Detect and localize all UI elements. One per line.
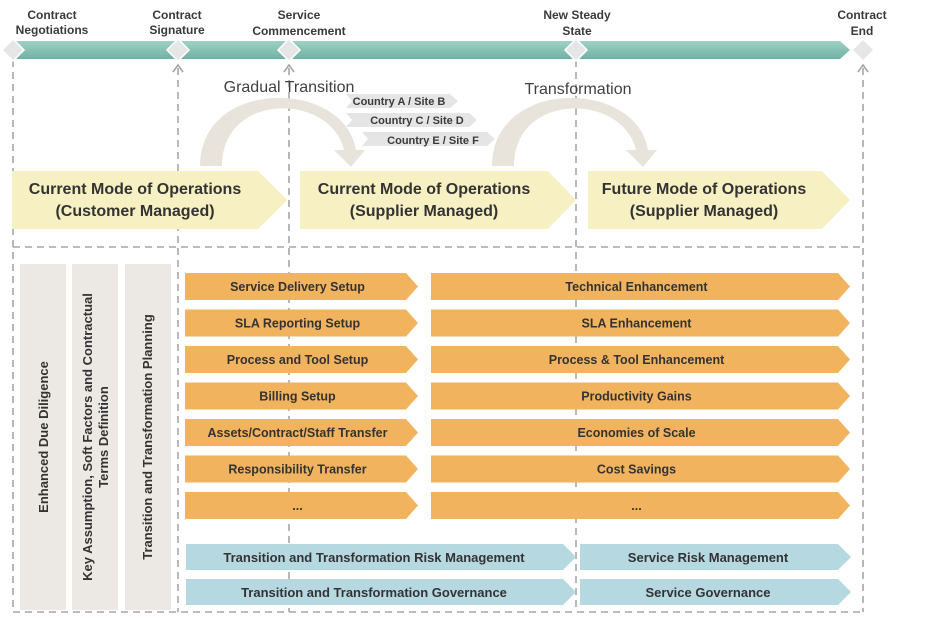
vertical-label-key-assumption-2: Terms Definition bbox=[96, 386, 111, 488]
milestone-diamond-5 bbox=[850, 37, 876, 63]
transformation-task-label-7: ... bbox=[631, 499, 641, 513]
service-governance-label: Service Governance bbox=[645, 585, 770, 600]
transformation-task-chevron-3 bbox=[431, 346, 850, 373]
tt-governance-chevron bbox=[186, 579, 576, 605]
milestone-4-line2: State bbox=[562, 24, 592, 38]
mode-customer-managed bbox=[12, 171, 287, 229]
site-chevron-1 bbox=[346, 94, 458, 108]
transition-task-label-4: Billing Setup bbox=[259, 390, 336, 404]
mode-supplier-managed-future bbox=[588, 171, 850, 229]
service-governance-chevron bbox=[580, 579, 851, 605]
timeline-bar bbox=[12, 41, 850, 59]
milestone-5-line1: Contract bbox=[837, 8, 886, 22]
arrow-up-contract-end bbox=[857, 63, 869, 73]
column-due-diligence bbox=[20, 264, 66, 610]
transformation-task-chevron-5 bbox=[431, 419, 850, 446]
transformation-task-label-2: SLA Enhancement bbox=[582, 317, 693, 331]
site-chevron-2 bbox=[346, 113, 477, 127]
milestone-diamond-4 bbox=[563, 37, 589, 63]
transition-task-chevron-7 bbox=[185, 492, 418, 519]
milestone-2-line1: Contract bbox=[152, 8, 201, 22]
milestone-2-line2: Signature bbox=[149, 23, 205, 37]
transformation-task-chevron-7 bbox=[431, 492, 850, 519]
milestone-1-line2: Negotiations bbox=[16, 23, 89, 37]
transformation-curve-arrow bbox=[492, 97, 657, 167]
site-chevron-3 bbox=[362, 132, 495, 146]
milestone-diamond-3 bbox=[276, 37, 302, 63]
gradual-transition-label: Gradual Transition bbox=[224, 79, 355, 96]
mode-1-line1: Current Mode of Operations bbox=[29, 181, 242, 198]
transformation-label: Transformation bbox=[525, 81, 632, 98]
mode-1-line2: (Customer Managed) bbox=[55, 203, 214, 220]
transition-task-label-6: Responsibility Transfer bbox=[228, 463, 366, 477]
site-label-3: Country E / Site F bbox=[387, 135, 479, 147]
transformation-task-chevron-6 bbox=[431, 455, 850, 483]
milestone-3-line1: Service bbox=[278, 8, 321, 22]
milestone-3-line2: Commencement bbox=[252, 24, 345, 38]
transformation-task-label-1: Technical Enhancement bbox=[565, 280, 708, 294]
vertical-label-planning: Transition and Transformation Planning bbox=[140, 314, 155, 560]
transformation-task-label-5: Economies of Scale bbox=[577, 426, 695, 440]
mode-2-line1: Current Mode of Operations bbox=[318, 181, 531, 198]
transformation-task-label-3: Process & Tool Enhancement bbox=[549, 353, 725, 367]
mode-2-line2: (Supplier Managed) bbox=[350, 203, 498, 220]
transition-task-chevron-2 bbox=[185, 309, 418, 337]
transition-task-chevron-3 bbox=[185, 346, 418, 373]
gradual-transition-curve-arrow bbox=[200, 97, 365, 167]
transition-task-chevron-1 bbox=[185, 273, 418, 300]
vertical-label-key-assumption-1: Key Assumption, Soft Factors and Contrac… bbox=[80, 293, 95, 581]
transition-task-chevron-4 bbox=[185, 382, 418, 410]
mode-3-line1: Future Mode of Operations bbox=[602, 181, 807, 198]
site-label-2: Country C / Site D bbox=[370, 115, 464, 127]
tt-governance-label: Transition and Transformation Governance bbox=[241, 585, 507, 600]
transition-task-label-7: ... bbox=[292, 499, 302, 513]
transition-task-label-5: Assets/Contract/Staff Transfer bbox=[208, 426, 388, 440]
arrow-up-signature bbox=[172, 63, 184, 73]
mode-supplier-managed-current bbox=[300, 171, 576, 229]
milestone-5-line2: End bbox=[851, 24, 874, 38]
tt-risk-chevron bbox=[186, 544, 576, 570]
mode-3-line2: (Supplier Managed) bbox=[630, 203, 778, 220]
tt-risk-label: Transition and Transformation Risk Manag… bbox=[223, 550, 525, 565]
transition-task-label-3: Process and Tool Setup bbox=[227, 353, 369, 367]
transition-task-chevron-6 bbox=[185, 455, 418, 483]
service-risk-label: Service Risk Management bbox=[628, 550, 789, 565]
transformation-task-chevron-1 bbox=[431, 273, 850, 300]
transition-task-chevron-5 bbox=[185, 419, 418, 446]
column-key-assumption bbox=[72, 264, 118, 610]
milestone-diamond-1 bbox=[0, 37, 26, 63]
transformation-task-chevron-2 bbox=[431, 309, 850, 337]
transformation-task-chevron-4 bbox=[431, 382, 850, 410]
vertical-label-due-diligence: Enhanced Due Diligence bbox=[36, 361, 51, 513]
milestone-diamond-2 bbox=[165, 37, 191, 63]
transition-task-label-1: Service Delivery Setup bbox=[230, 280, 365, 294]
transformation-task-label-6: Cost Savings bbox=[597, 463, 676, 477]
arrow-up-commencement bbox=[283, 63, 295, 73]
milestone-4-line1: New Steady bbox=[543, 8, 611, 22]
column-planning bbox=[125, 264, 171, 610]
transition-task-label-2: SLA Reporting Setup bbox=[235, 317, 361, 331]
transformation-task-label-4: Productivity Gains bbox=[581, 390, 691, 404]
milestone-1-line1: Contract bbox=[27, 8, 76, 22]
service-risk-chevron bbox=[580, 544, 851, 570]
site-label-1: Country A / Site B bbox=[353, 96, 446, 108]
